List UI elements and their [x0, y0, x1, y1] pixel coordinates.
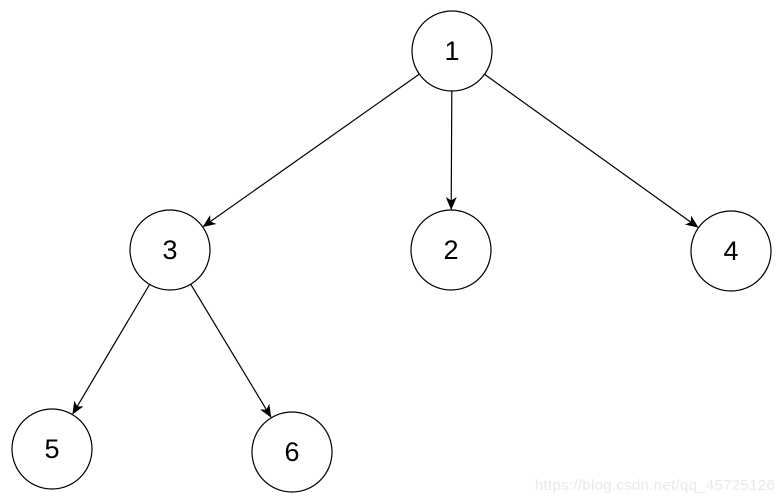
edge-1-2 [445, 90, 457, 210]
node-label-1: 1 [444, 36, 459, 66]
tree-node-1: 1 [411, 10, 493, 92]
watermark-text: https://blog.csdn.net/qq_45725126 [534, 477, 775, 494]
tree-node-3: 3 [129, 209, 211, 291]
node-label-2: 2 [443, 235, 458, 265]
node-label-5: 5 [44, 434, 59, 464]
edge-1-4 [484, 73, 699, 228]
edge-3-6 [190, 283, 272, 418]
tree-node-5: 5 [11, 408, 93, 490]
node-circle-6 [251, 411, 333, 493]
tree-node-6: 6 [251, 411, 333, 493]
node-label-4: 4 [723, 236, 738, 266]
node-circle-2 [410, 209, 492, 291]
node-circle-5 [11, 408, 93, 490]
node-label-6: 6 [284, 437, 299, 467]
node-circle-4 [690, 210, 772, 292]
node-circle-1 [411, 10, 493, 92]
edges-layer [72, 73, 699, 418]
node-circle-3 [129, 209, 211, 291]
tree-node-2: 2 [410, 209, 492, 291]
node-label-3: 3 [162, 235, 177, 265]
nodes-layer: 1 3 2 4 5 6 [11, 10, 772, 493]
tree-node-4: 4 [690, 210, 772, 292]
edge-3-5 [72, 284, 151, 415]
edge-1-3 [202, 73, 420, 227]
